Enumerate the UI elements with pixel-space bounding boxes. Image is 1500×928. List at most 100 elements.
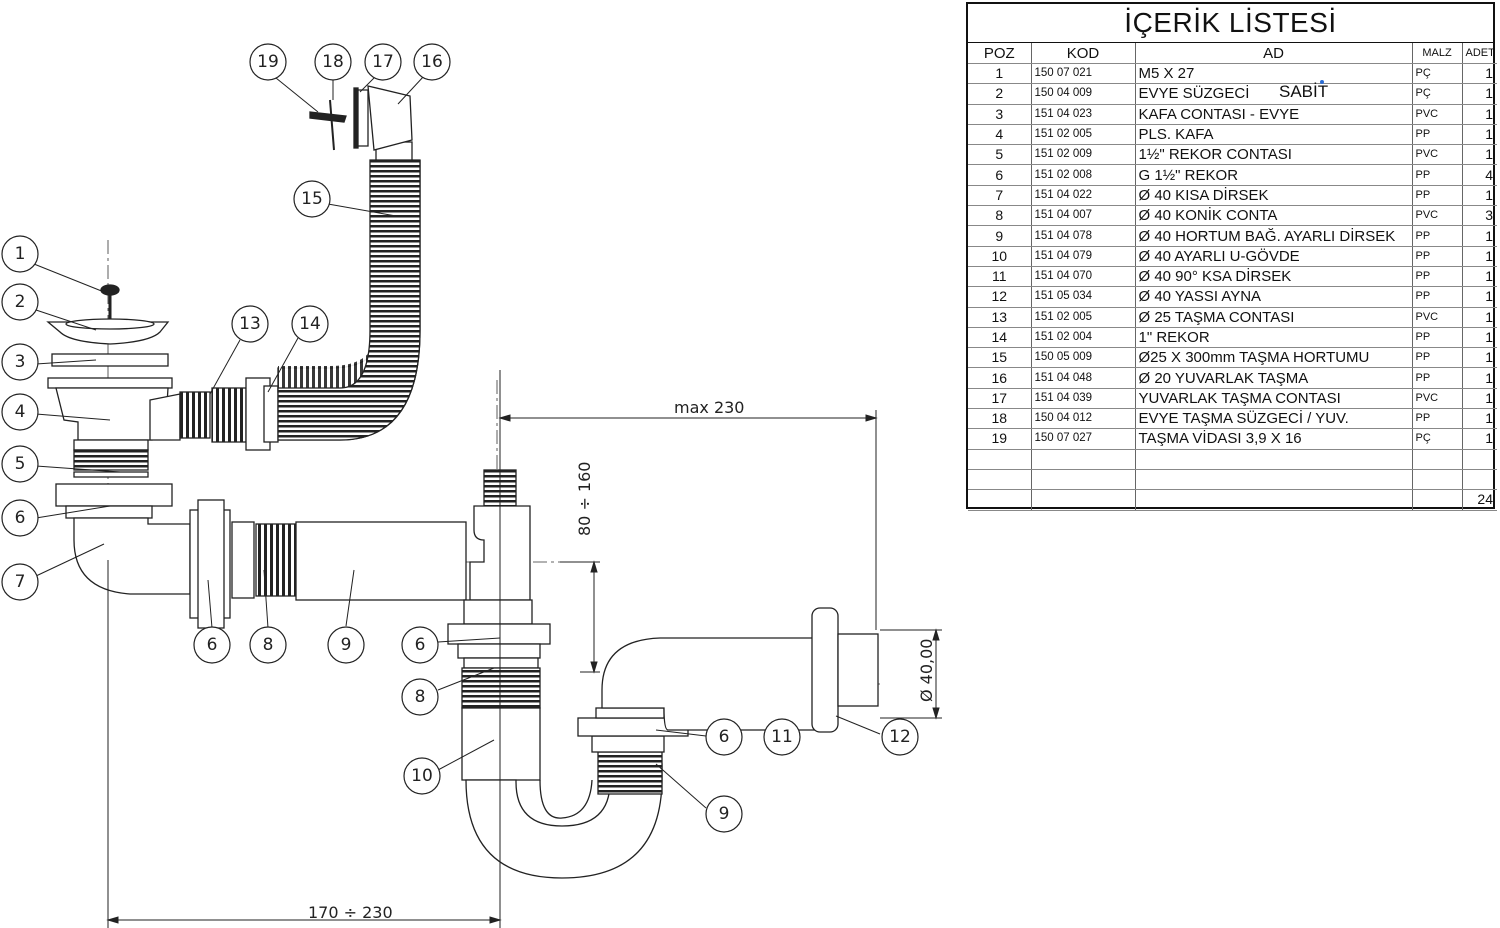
balloon-9-mid: 9 [341, 635, 352, 655]
cell-kod: 150 07 027 [1030, 428, 1135, 450]
cell-adet: 1 [1461, 428, 1497, 450]
cell-adet: 1 [1461, 144, 1497, 166]
balloon-1: 1 [15, 244, 26, 264]
overflow-hose [179, 85, 421, 451]
cell-poz [968, 449, 1031, 470]
cell-adet: 24 [1461, 489, 1497, 511]
cell-kod [1030, 489, 1135, 511]
cell-malz: PVC [1411, 205, 1462, 227]
balloons [1, 43, 919, 833]
balloon-2: 2 [15, 292, 26, 312]
cell-malz [1411, 469, 1462, 491]
cell-kod: 151 02 004 [1030, 327, 1135, 349]
cell-kod: 150 05 009 [1030, 347, 1135, 369]
cell-kod: 151 05 034 [1030, 286, 1135, 308]
cell-kod [1030, 469, 1135, 491]
cell-poz: 10 [968, 246, 1031, 267]
cell-ad [1134, 469, 1412, 491]
cell-poz: 6 [968, 164, 1031, 186]
balloon-15: 15 [301, 189, 323, 209]
header-poz: POZ [968, 43, 1031, 64]
empty-row [968, 449, 1497, 470]
cell-ad: PLS. KAFA [1134, 124, 1412, 146]
cell-adet: 1 [1461, 286, 1497, 308]
parts-table-header: POZ KOD AD MALZ ADET [968, 43, 1497, 64]
balloon-3: 3 [15, 352, 26, 372]
cell-adet: 1 [1461, 408, 1497, 430]
cell-adet: 1 [1461, 347, 1497, 369]
cell-adet [1461, 449, 1497, 470]
cell-malz: PVC [1411, 307, 1462, 328]
sabit-annotation: SABİT [1279, 82, 1329, 101]
leader-lines [33, 75, 881, 809]
cell-kod: 150 04 012 [1030, 408, 1135, 430]
balloon-13: 13 [239, 314, 261, 334]
cell-poz: 12 [968, 286, 1031, 308]
cell-ad [1134, 489, 1412, 511]
balloon-14: 14 [299, 314, 321, 334]
cell-ad: EVYE SÜZGECİ [1134, 83, 1412, 105]
cell-malz: PVC [1411, 388, 1462, 410]
cell-malz: PP [1411, 266, 1462, 288]
header-ad: AD [1134, 43, 1412, 64]
cell-adet: 1 [1461, 307, 1497, 328]
cell-kod: 150 07 021 [1030, 63, 1135, 85]
dim-max-horizontal: max 230 [674, 398, 744, 417]
cell-malz: PP [1411, 185, 1462, 207]
cell-adet: 1 [1461, 246, 1497, 267]
balloon-8-trap: 8 [415, 687, 426, 707]
cell-kod: 151 04 023 [1030, 104, 1135, 125]
cell-ad: Ø 40 HORTUM BAĞ. AYARLI DİRSEK [1134, 225, 1412, 247]
balloon-16: 16 [421, 52, 443, 72]
cell-poz: 1 [968, 63, 1031, 85]
header-malz: MALZ [1411, 43, 1462, 64]
empty-row [968, 469, 1497, 491]
cell-ad: Ø 40 90° KSA DİRSEK [1134, 266, 1412, 288]
cell-malz: PÇ [1411, 428, 1462, 450]
balloon-4: 4 [15, 402, 26, 422]
cell-ad: Ø 40 YASSI AYNA [1134, 286, 1412, 308]
cell-ad: G 1½" REKOR [1134, 164, 1412, 186]
header-adet: ADET [1461, 43, 1497, 64]
cell-adet: 1 [1461, 83, 1497, 105]
cell-poz: 14 [968, 327, 1031, 349]
cell-ad: 1" REKOR [1134, 327, 1412, 349]
balloon-5: 5 [15, 454, 26, 474]
cell-poz: 3 [968, 104, 1031, 125]
cell-ad: EVYE TAŞMA SÜZGECİ / YUV. [1134, 408, 1412, 430]
cell-malz: PP [1411, 347, 1462, 369]
cell-kod: 151 04 039 [1030, 388, 1135, 410]
cell-ad: Ø 20 YUVARLAK TAŞMA [1134, 367, 1412, 389]
cell-ad: M5 X 27 [1134, 63, 1412, 85]
cell-adet: 1 [1461, 266, 1497, 288]
cell-adet: 1 [1461, 327, 1497, 349]
cell-malz: PP [1411, 286, 1462, 308]
header-kod: KOD [1030, 43, 1135, 64]
balloon-labels: 19 18 17 16 15 1 2 3 4 5 6 7 13 14 6 8 9… [15, 52, 911, 824]
dim-bottom-range: 170 ÷ 230 [308, 903, 393, 922]
cell-poz: 16 [968, 367, 1031, 389]
cell-kod: 151 04 022 [1030, 185, 1135, 207]
cell-ad: YUVARLAK TAŞMA CONTASI [1134, 388, 1412, 410]
cell-ad: Ø 40 AYARLI U-GÖVDE [1134, 246, 1412, 267]
cell-malz [1411, 489, 1462, 511]
balloon-6-trap: 6 [415, 635, 426, 655]
balloon-7: 7 [15, 572, 26, 592]
cell-poz: 4 [968, 124, 1031, 146]
cell-poz: 15 [968, 347, 1031, 369]
